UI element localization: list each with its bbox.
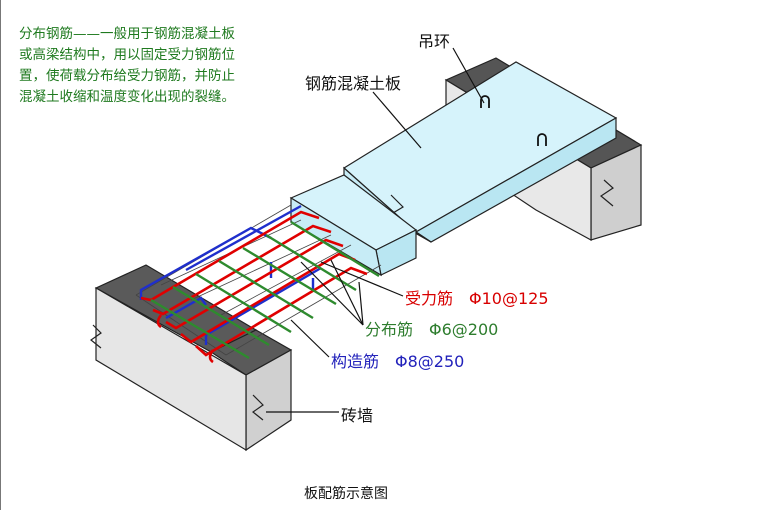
distribution-bars (150, 220, 380, 360)
main-bar-label: 受力筋 Φ10@125 (405, 289, 549, 308)
main-bar (165, 238, 344, 330)
distribution-bar (290, 220, 380, 278)
distribution-bar (242, 246, 337, 306)
distribution-bar-label: 分布筋 Φ6@200 (365, 320, 499, 339)
main-bar-hook (156, 314, 163, 329)
note-line: 分布钢筋——一般用于钢筋混凝土板 (19, 26, 235, 42)
main-bar (195, 266, 368, 357)
construction-bar (185, 204, 302, 272)
construction-bar (204, 266, 322, 345)
distribution-bar (150, 298, 250, 360)
construction-bar-label: 构造筋 Φ8@250 (331, 352, 465, 371)
main-bar (152, 224, 332, 316)
construction-bar (139, 226, 272, 300)
note-line: 置，使荷载分布给受力钢筋，并防止 (19, 68, 235, 84)
distribution-bar-note: 分布钢筋——一般用于钢筋混凝土板 或高梁结构中，用以固定受力钢筋位 置，使荷载分… (19, 24, 291, 108)
distribution-bar (172, 285, 270, 347)
main-bar (140, 210, 320, 302)
brick-wall-label: 砖墙 (341, 406, 374, 425)
distribution-bar (195, 272, 292, 334)
lifting-hoop (480, 95, 490, 108)
lifting-hoop-label: 吊环 (418, 32, 451, 51)
note-line: 混凝土收缩和温度变化出现的裂缝。 (19, 89, 235, 105)
lifting-hoop (537, 133, 547, 146)
distribution-bar (218, 259, 314, 320)
construction-bars (139, 204, 322, 345)
left-brick-wall (89, 264, 293, 452)
main-bar-hook (208, 349, 215, 364)
concrete-slab-label: 钢筋混凝土板 (305, 74, 402, 93)
figure-caption: 板配筋示意图 (304, 486, 388, 502)
construction-bar (165, 296, 207, 320)
note-line: 或高梁结构中，用以固定受力钢筋位 (19, 47, 235, 63)
leader-lines (266, 47, 485, 413)
